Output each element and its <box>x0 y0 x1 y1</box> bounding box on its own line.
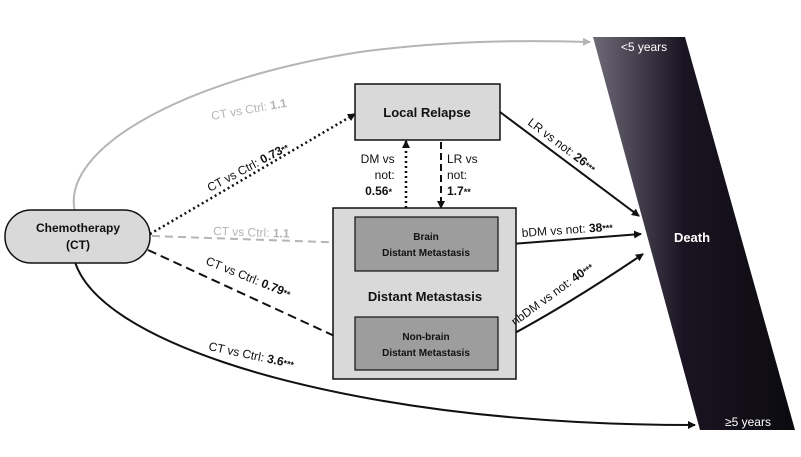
arrow-ct-to-brain-dm <box>151 235 354 247</box>
nonbrain-dm-line2: Distant Metastasis <box>382 348 470 359</box>
chemo-node <box>4 209 151 264</box>
label-bdm-to-death: bDM vs not: 38*** <box>521 220 613 240</box>
arrow-bdm-to-death <box>497 230 642 246</box>
arrow-ct-to-late-death <box>74 261 696 429</box>
label-lr-to-death: LR vs not: 26*** <box>525 115 599 175</box>
death-late-label: ≥5 years <box>725 415 771 429</box>
arrow-ct-to-nonbrain-dm <box>147 249 355 346</box>
label-ct-to-brain-dm: CT vs Ctrl: 1.1 <box>213 224 290 241</box>
arrow-ct-to-lr <box>149 112 356 236</box>
distant-metastasis-label: Distant Metastasis <box>368 289 482 304</box>
death-label: Death <box>674 230 710 245</box>
nonbrain-dm-node <box>354 316 499 371</box>
label-ct-to-lr: CT vs Ctrl: 0.73** <box>205 140 292 195</box>
nonbrain-dm-line1: Non-brain <box>402 332 449 343</box>
brain-dm-line1: Brain <box>413 232 439 243</box>
brain-dm-line2: Distant Metastasis <box>382 248 470 259</box>
chemo-label-line1: Chemotherapy <box>36 221 120 235</box>
label-ct-to-early-death: CT vs Ctrl: 1.1 <box>210 96 288 123</box>
label-lr-to-dm: LR vs not: 1.7** <box>447 152 481 198</box>
label-dm-to-lr: DM vs not: 0.56* <box>361 152 398 198</box>
arrow-nbdm-to-death <box>497 253 644 343</box>
death-early-label: <5 years <box>621 40 667 54</box>
arrow-lr-to-death <box>499 111 640 217</box>
label-ct-to-late-death: CT vs Ctrl: 3.6*** <box>207 339 295 371</box>
local-relapse-label: Local Relapse <box>383 105 470 120</box>
death-band <box>593 37 795 430</box>
label-ct-to-nonbrain-dm: CT vs Ctrl: 0.79** <box>204 254 293 301</box>
brain-dm-node <box>354 216 499 272</box>
chemo-label-line2: (CT) <box>66 238 90 252</box>
arrow-ct-to-early-death <box>72 37 591 213</box>
local-relapse-node <box>354 83 501 141</box>
